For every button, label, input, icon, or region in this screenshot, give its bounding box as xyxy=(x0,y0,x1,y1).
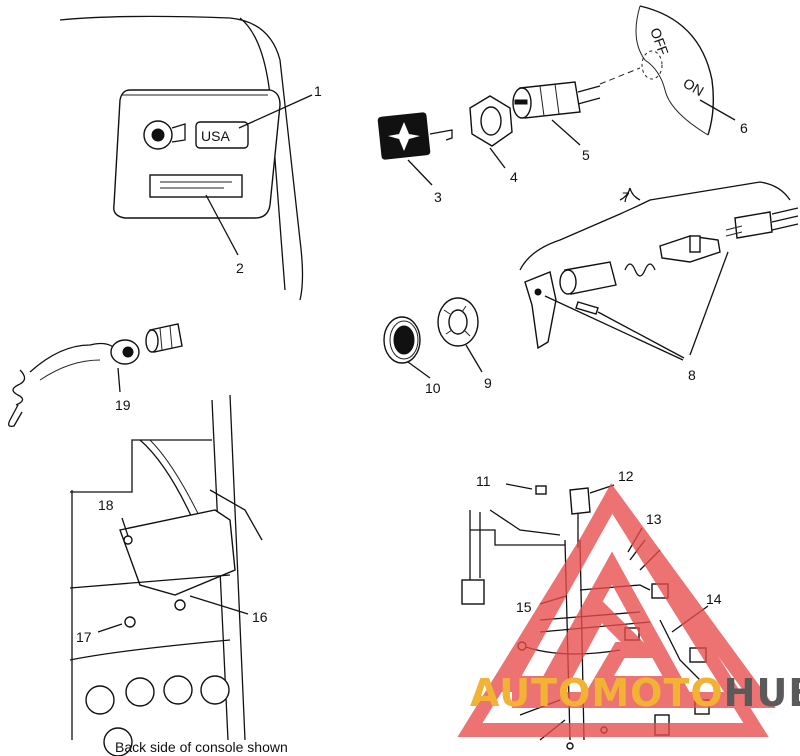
pin-icon xyxy=(575,301,599,315)
callout-14: 14 xyxy=(706,591,722,607)
callout-6: 6 xyxy=(740,120,748,136)
watermark-triangle-icon xyxy=(494,483,776,708)
callout-3: 3 xyxy=(434,189,442,205)
brake-switch-icon xyxy=(559,261,617,295)
callout-15: 15 xyxy=(516,599,532,615)
callout-18: 18 xyxy=(98,497,114,513)
switch-nut-icon xyxy=(469,95,513,147)
console-caption: Back side of console shown xyxy=(115,739,288,755)
brake-switch-assembly xyxy=(519,181,799,361)
watermark-outer-triangle-icon xyxy=(457,486,769,737)
callout-17: 17 xyxy=(76,629,92,645)
lock-washer-icon xyxy=(437,297,479,347)
callout-19: 19 xyxy=(115,397,131,413)
spring-icon xyxy=(624,263,656,277)
key-switch-group: OFF ON xyxy=(377,5,736,186)
usa-badge xyxy=(195,121,249,149)
watermark-text: AUTOMOTOHUB xyxy=(470,671,800,715)
spacer-ring-icon xyxy=(383,316,421,364)
ignition-key-icon xyxy=(143,120,186,150)
callout-11: 11 xyxy=(476,473,491,489)
callout-5: 5 xyxy=(582,147,590,163)
key-icon xyxy=(377,112,453,160)
callout-16: 16 xyxy=(252,609,268,625)
harness-clip xyxy=(535,485,547,495)
plunger-icon xyxy=(659,235,721,263)
callout-2: 2 xyxy=(236,260,244,276)
off-on-decal xyxy=(635,5,715,136)
connector-plug-icon xyxy=(725,207,799,239)
callout-13: 13 xyxy=(646,511,662,527)
callout-7: 7 xyxy=(622,189,630,205)
watermark-part1: AUTOMOTO xyxy=(470,671,724,715)
callout-4: 4 xyxy=(510,169,518,185)
callout-labels: 1 2 3 4 5 6 7 8 9 10 11 12 13 14 15 16 1… xyxy=(76,83,748,645)
harness-relay xyxy=(569,487,591,515)
callout-1: 1 xyxy=(314,83,322,99)
usa-badge-text: USA xyxy=(201,128,230,144)
console-panel: USA xyxy=(59,15,313,301)
ignition-switch-icon xyxy=(512,81,601,119)
watermark-logo xyxy=(457,483,776,737)
callout-9: 9 xyxy=(484,375,492,391)
brake-lever-icon xyxy=(524,271,557,350)
watermark-part2: HUB xyxy=(724,671,800,715)
tether-switch-icon xyxy=(8,323,183,428)
callout-10: 10 xyxy=(425,380,441,396)
callout-12: 12 xyxy=(618,468,634,484)
console-back-side xyxy=(69,394,263,756)
callout-8: 8 xyxy=(688,367,696,383)
